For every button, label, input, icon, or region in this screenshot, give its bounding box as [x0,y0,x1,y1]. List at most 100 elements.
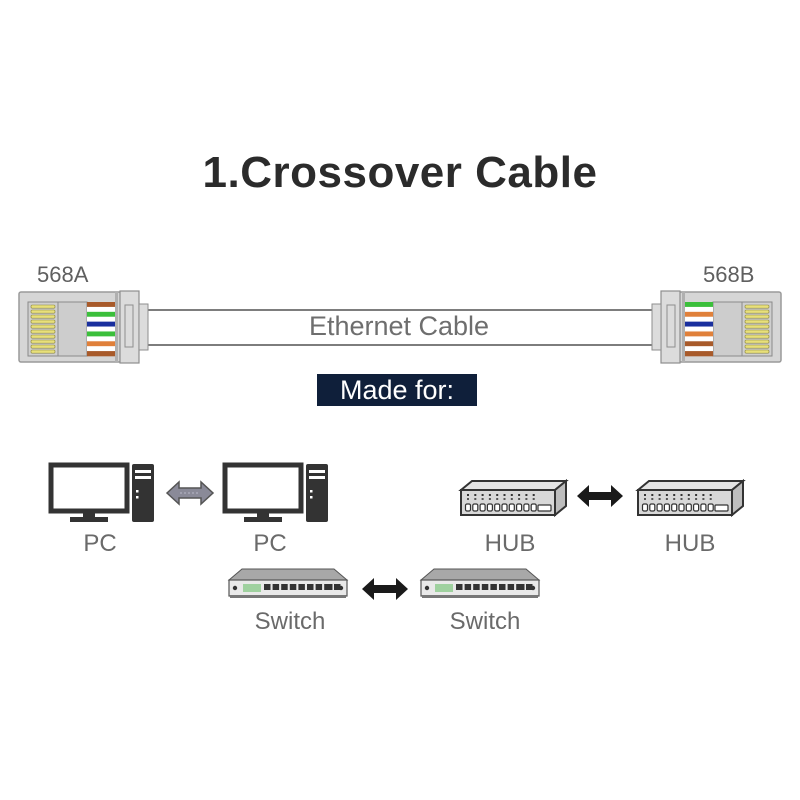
hub-port [515,503,523,512]
wire-strand [87,326,115,332]
hub-led [518,494,521,496]
hub-led [481,494,484,496]
device-label-hub-left: HUB [484,530,536,557]
switch-port [289,584,297,590]
hub-port [663,503,670,512]
hub-led [651,498,654,500]
right-standard-label: 568B [703,262,755,287]
hub-led [709,498,712,500]
wire-strand [87,306,115,313]
switch-port [272,584,280,590]
connector-contact [30,349,56,354]
connector-contact [744,314,770,319]
hub-port [649,503,656,512]
hub-port [523,503,530,512]
double-arrow-icon [165,480,215,506]
hub-led [532,494,535,496]
connector-contact [744,319,770,324]
hub-led [510,494,513,496]
switch-port [298,584,305,590]
hub-port [707,503,714,512]
hub-led [665,498,668,500]
wire-strand [87,341,115,347]
hub-led [503,498,506,500]
hub-led [496,494,499,496]
made-for-banner: Made for: [317,374,477,406]
wire-strand [685,326,713,332]
hub-led [518,498,521,500]
switch-port [481,584,489,590]
wire-strand [685,321,713,327]
switch-port [264,584,271,590]
wire-strand [685,346,713,352]
hub-port [641,503,649,512]
pc-icon [48,462,154,522]
hub-port [685,503,692,512]
hub-led [474,494,477,496]
hub-led [673,494,676,496]
hub-led [467,494,469,496]
connector-contact [744,339,770,344]
hub-led [709,494,712,496]
device-label-pc-left: PC [83,530,117,557]
hub-led [651,494,654,496]
hub-icon [458,478,569,518]
connector-contact [744,334,770,339]
switch-port [456,584,463,590]
hub-port [530,503,537,512]
hub-led [702,494,705,496]
hub-led [680,494,683,496]
switch-port [499,584,506,590]
hub-port [479,503,486,512]
rj45-connector-right [651,290,782,364]
connector-contact [30,319,56,324]
hub-icon [635,478,746,518]
hub-port [700,503,707,512]
double-arrow-icon [362,578,408,600]
hub-led [658,498,661,500]
switch-port [464,584,472,590]
switch-port [315,584,323,590]
connector-contact [744,324,770,329]
hub-led [673,498,676,500]
wire-strand [685,316,713,322]
left-standard-label: 568A [37,262,89,287]
hub-led [525,494,528,496]
hub-led [695,494,698,496]
device-label-switch-right: Switch [449,608,521,635]
device-label-switch-left: Switch [254,608,326,635]
connector-contact [744,344,770,349]
connector-contact [30,304,56,309]
wire-strand [87,302,115,308]
connector-contact [30,339,56,344]
wire-strand [87,311,115,318]
switch-port [490,584,497,590]
connector-contact [30,324,56,329]
hub-led [644,494,646,496]
double-arrow-icon [577,485,623,507]
hub-port [501,503,508,512]
switch-port [507,584,515,590]
connector-contact [30,314,56,319]
hub-led [658,494,661,496]
switch-icon [227,568,349,598]
hub-led [481,498,484,500]
hub-uplink-port [537,504,552,512]
wire-strand [685,331,713,337]
hub-port [678,503,685,512]
hub-led [496,498,499,500]
hub-led [687,498,690,500]
switch-port [307,584,314,590]
hub-port [692,503,700,512]
hub-led [503,494,506,496]
hub-port [464,503,472,512]
hub-led [488,494,491,496]
hub-led [510,498,513,500]
switch-port [281,584,288,590]
connector-contact [744,304,770,309]
wire-strand [87,346,115,352]
switch-port [526,584,533,590]
wire-strand [685,336,713,342]
wire-strand [87,331,115,337]
device-label-hub-right: HUB [664,530,716,557]
